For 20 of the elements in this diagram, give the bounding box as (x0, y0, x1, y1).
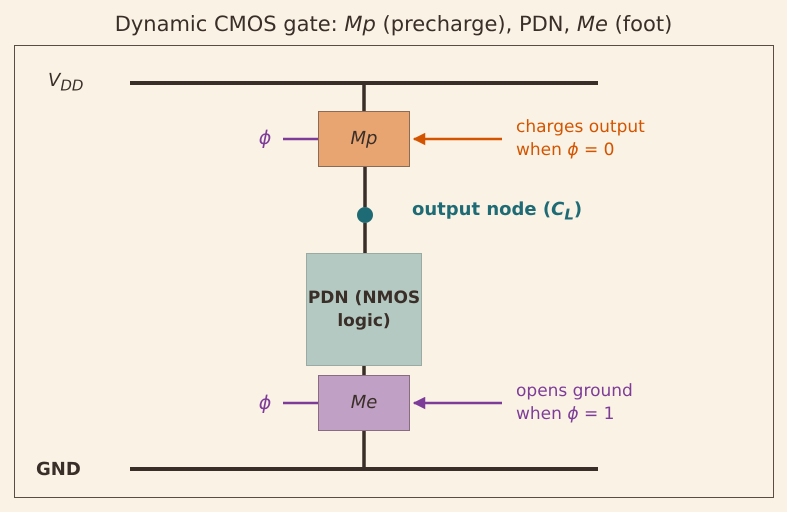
annotation-text: opens ground when ϕ = 1 (516, 380, 634, 426)
wire (362, 431, 366, 467)
clock-label: ϕ (258, 391, 272, 416)
wire (363, 167, 367, 207)
clock-label: ϕ (258, 126, 272, 152)
wire (362, 85, 366, 111)
wire (363, 223, 367, 253)
diagram-title: Dynamic CMOS gate: Mp (precharge), PDN, Me (foot) (114, 12, 674, 36)
transistor-box: Me (318, 375, 410, 431)
annotation-text: charges output when ϕ = 0 (516, 116, 646, 162)
transistor-box: Mp (318, 111, 410, 167)
wire (362, 366, 366, 375)
arrow (412, 396, 502, 410)
rail-label: V$_{DD}$ (48, 70, 84, 95)
arrow (412, 132, 502, 146)
node-label: output node (C$_{L}$) (412, 199, 582, 224)
rail-label: GND (36, 459, 81, 480)
wire (283, 138, 318, 140)
logic-block: PDN (NMOS logic) (306, 253, 422, 366)
wire (283, 402, 318, 404)
